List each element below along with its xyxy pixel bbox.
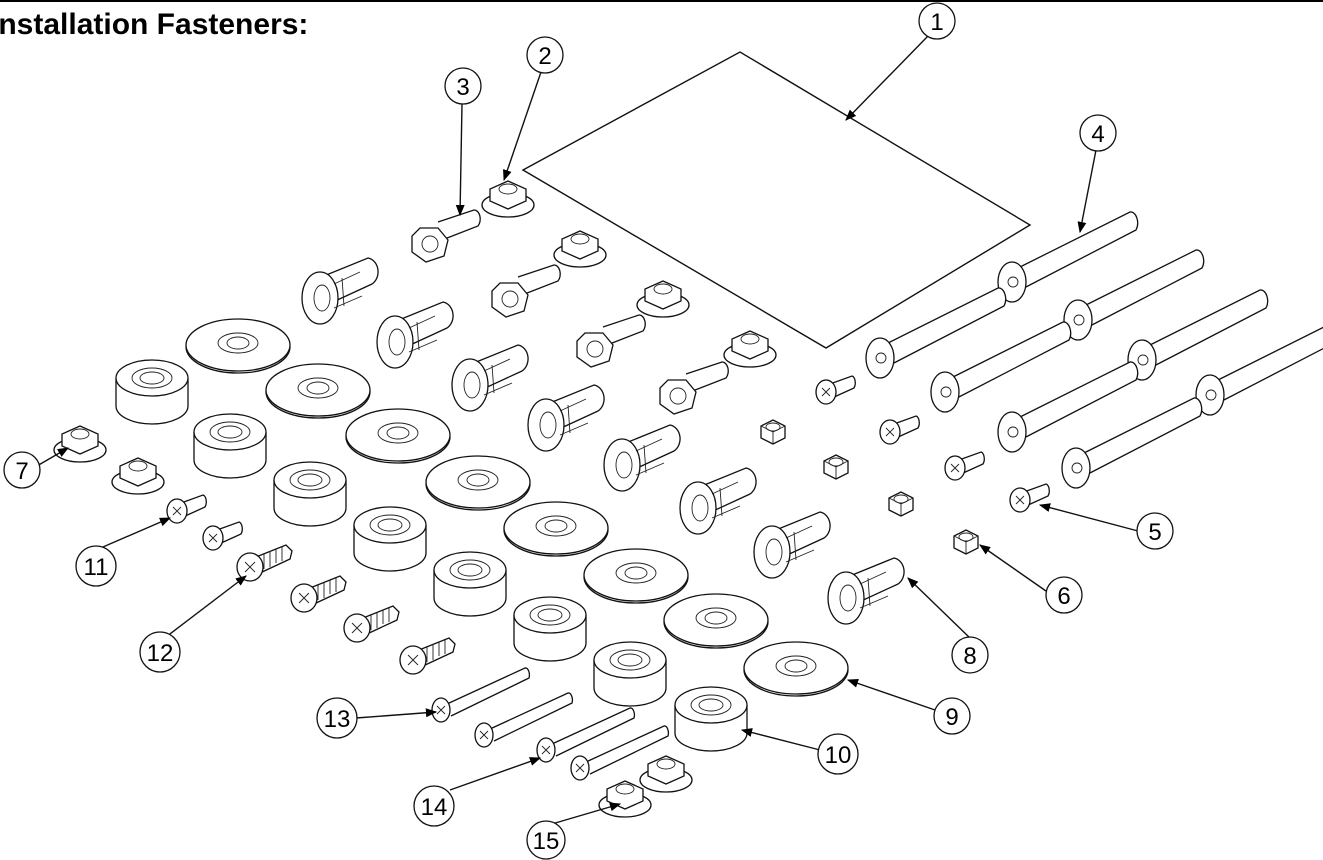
svg-text:11: 11 bbox=[84, 554, 109, 581]
callout-10: 10 bbox=[817, 733, 859, 775]
callout-8: 8 bbox=[951, 636, 989, 674]
svg-text:5: 5 bbox=[1148, 519, 1161, 546]
svg-text:4: 4 bbox=[1091, 121, 1104, 148]
svg-text:13: 13 bbox=[324, 706, 351, 733]
svg-text:1: 1 bbox=[930, 9, 943, 36]
svg-text:7: 7 bbox=[15, 458, 28, 485]
callout-11: 11 bbox=[75, 545, 117, 587]
callout-4: 4 bbox=[1079, 114, 1117, 152]
svg-text:8: 8 bbox=[963, 643, 976, 670]
callout-15: 15 bbox=[526, 820, 566, 860]
top-rule bbox=[0, 0, 1323, 2]
svg-text:3: 3 bbox=[456, 74, 469, 101]
callout-12: 12 bbox=[139, 631, 181, 673]
callout-2: 2 bbox=[526, 36, 564, 74]
callout-14: 14 bbox=[413, 785, 455, 827]
callout-13: 13 bbox=[316, 697, 358, 739]
svg-text:15: 15 bbox=[533, 828, 560, 855]
callout-6: 6 bbox=[1045, 576, 1083, 614]
svg-text:12: 12 bbox=[147, 640, 174, 667]
svg-text:2: 2 bbox=[538, 43, 551, 70]
mounting-pad bbox=[521, 51, 1032, 349]
page-title: Installation Fasteners: bbox=[0, 8, 309, 41]
callout-9: 9 bbox=[933, 697, 971, 735]
svg-text:10: 10 bbox=[825, 742, 852, 769]
callout-5: 5 bbox=[1136, 512, 1174, 550]
callout-7: 7 bbox=[3, 451, 41, 489]
svg-text:6: 6 bbox=[1057, 583, 1070, 610]
callout-3: 3 bbox=[444, 67, 482, 105]
svg-text:14: 14 bbox=[421, 794, 448, 821]
svg-text:9: 9 bbox=[945, 704, 958, 731]
callout-1: 1 bbox=[918, 2, 956, 40]
